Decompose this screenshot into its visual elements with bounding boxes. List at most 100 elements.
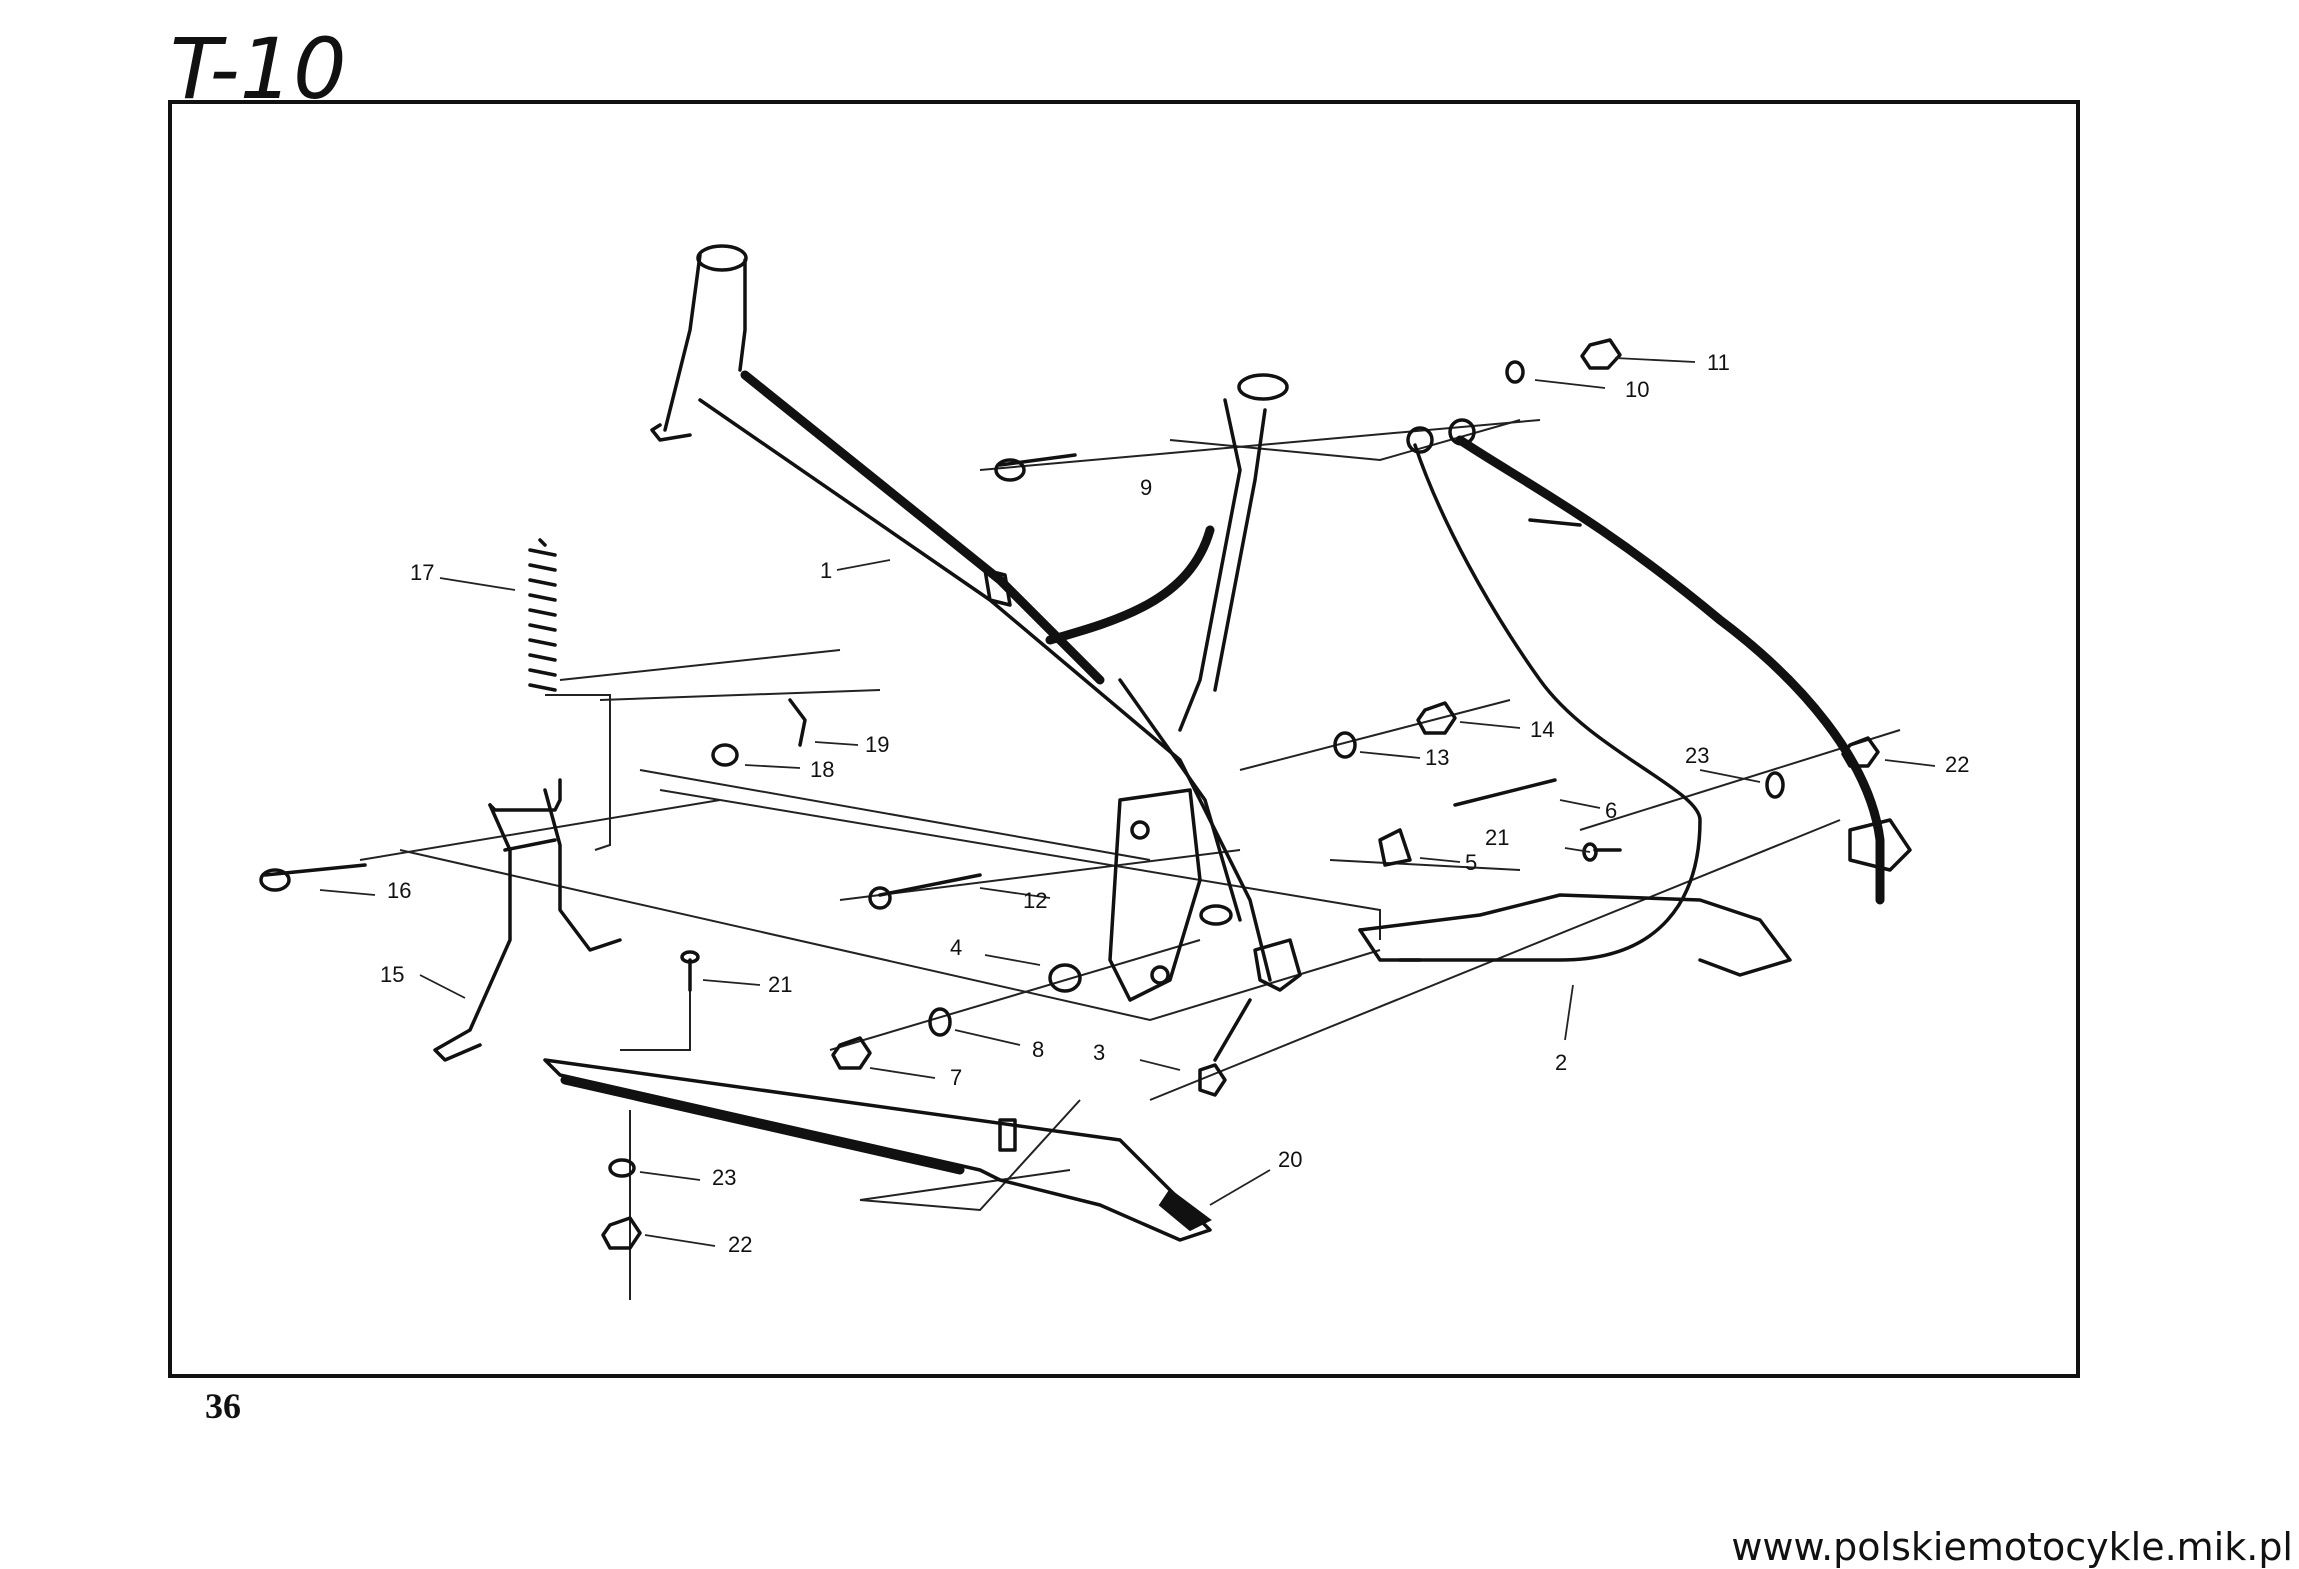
assembly-line bbox=[829, 939, 1201, 1051]
callout-label: 17 bbox=[410, 560, 434, 585]
nut-14 bbox=[1416, 701, 1457, 735]
callout-label: 2 bbox=[1555, 1050, 1567, 1075]
swing-arm-dropout bbox=[1848, 818, 1912, 872]
pin-19 bbox=[788, 698, 807, 747]
chain-guard-edge bbox=[560, 1075, 965, 1175]
callout-label: 3 bbox=[1093, 1040, 1105, 1065]
pin-6 bbox=[1453, 778, 1557, 807]
page-number: 36 bbox=[205, 1386, 241, 1426]
swing-arm-pivot bbox=[1448, 418, 1476, 446]
assembly-line bbox=[559, 649, 841, 681]
callout-label: 7 bbox=[950, 1065, 962, 1090]
frame-seat-tube bbox=[1213, 408, 1267, 692]
swing-arm-pivot bbox=[1406, 426, 1434, 454]
bolt-9-head bbox=[994, 458, 1026, 482]
callout-label: 14 bbox=[1530, 717, 1554, 742]
bracket-5 bbox=[1378, 828, 1412, 867]
diagram-border bbox=[168, 100, 2080, 1378]
leader-18 bbox=[744, 764, 801, 769]
bolt-16-head bbox=[259, 868, 291, 892]
leader-21b bbox=[1564, 847, 1591, 853]
frame-down-tube bbox=[698, 398, 1272, 982]
bolt-16 bbox=[263, 863, 367, 877]
leader-21 bbox=[702, 979, 761, 986]
plate-bushing bbox=[1199, 904, 1233, 926]
assembly-line bbox=[639, 769, 1151, 861]
swing-arm-end bbox=[1358, 928, 1422, 962]
assembly-line bbox=[1329, 859, 1521, 871]
callout-label: 6 bbox=[1605, 798, 1617, 823]
washer-23 bbox=[1765, 771, 1785, 799]
assembly-line bbox=[859, 1099, 1081, 1212]
leader-13 bbox=[1359, 751, 1421, 759]
nut-22-lower bbox=[601, 1216, 642, 1250]
callout-label: 1 bbox=[820, 558, 832, 583]
head-tube-top bbox=[696, 244, 748, 272]
callout-label: 8 bbox=[1032, 1037, 1044, 1062]
assembly-lines bbox=[359, 419, 1901, 1300]
leader-19 bbox=[814, 741, 859, 746]
callout-label: 22 bbox=[1945, 752, 1969, 777]
frame-seat-tube bbox=[1178, 398, 1242, 732]
nut-11 bbox=[1580, 338, 1622, 370]
stand-right-leg bbox=[543, 788, 622, 952]
chain-guard bbox=[543, 1058, 1212, 1242]
frame-engine-plate bbox=[1108, 788, 1202, 1002]
callout-label: 19 bbox=[865, 732, 889, 757]
callout-label: 21 bbox=[1485, 825, 1509, 850]
assembly-line bbox=[859, 1169, 1071, 1201]
swing-arm-brace bbox=[1528, 518, 1582, 527]
leader-11 bbox=[1614, 357, 1696, 363]
leader-10 bbox=[1534, 379, 1606, 389]
assembly-line bbox=[659, 789, 1381, 940]
cap-3 bbox=[1198, 1063, 1227, 1097]
callout-label: 16 bbox=[387, 878, 411, 903]
leader-17 bbox=[439, 577, 516, 591]
leader-8 bbox=[954, 1029, 1021, 1046]
leader-22 bbox=[1884, 759, 1936, 767]
frame-down-tube-inner bbox=[1118, 678, 1242, 922]
callout-label: 23 bbox=[712, 1165, 736, 1190]
callout-label: 5 bbox=[1465, 850, 1477, 875]
swing-arm-left-rail bbox=[1398, 443, 1702, 962]
callout-label: 9 bbox=[1140, 475, 1152, 500]
fasteners bbox=[259, 338, 1880, 1250]
callout-label: 10 bbox=[1625, 377, 1649, 402]
callout-label: 20 bbox=[1278, 1147, 1302, 1172]
leader-23b bbox=[639, 1171, 701, 1181]
rear-swing-arm bbox=[1358, 418, 1912, 977]
nut-7 bbox=[831, 1036, 872, 1070]
callout-label: 4 bbox=[950, 935, 962, 960]
callout-label: 12 bbox=[1023, 888, 1047, 913]
assembly-line bbox=[545, 694, 611, 851]
assembly-line bbox=[1239, 699, 1511, 771]
chain-guard-tip bbox=[1158, 1188, 1212, 1232]
leader-lines bbox=[319, 357, 1936, 1247]
assembly-line bbox=[839, 849, 1241, 901]
washer-8 bbox=[928, 1007, 952, 1037]
leader-4 bbox=[984, 954, 1041, 966]
frame-lug bbox=[650, 423, 692, 442]
washer-23-lower bbox=[608, 1158, 636, 1178]
callout-label: 15 bbox=[380, 962, 404, 987]
callout-label: 13 bbox=[1425, 745, 1449, 770]
callout-label: 11 bbox=[1707, 350, 1730, 375]
leader-7 bbox=[869, 1067, 936, 1079]
bolt-21-head bbox=[1582, 842, 1598, 862]
washer-18 bbox=[711, 743, 739, 767]
center-stand bbox=[433, 778, 622, 1062]
bolt-12-head bbox=[868, 886, 892, 910]
bushing-4 bbox=[1048, 963, 1082, 993]
main-frame bbox=[650, 244, 1302, 1062]
leader-23 bbox=[1699, 769, 1761, 783]
leader-16 bbox=[319, 889, 376, 896]
leader-2 bbox=[1564, 984, 1574, 1041]
website-url: www.polskiemotocykle.mik.pl bbox=[1731, 1525, 2293, 1569]
stand-crossbar bbox=[503, 838, 557, 852]
leader-15 bbox=[419, 974, 466, 999]
leader-5 bbox=[1419, 857, 1461, 863]
leader-22b bbox=[644, 1234, 716, 1247]
frame-top-tube bbox=[740, 370, 1105, 685]
frame-lower-lug bbox=[1213, 998, 1252, 1062]
